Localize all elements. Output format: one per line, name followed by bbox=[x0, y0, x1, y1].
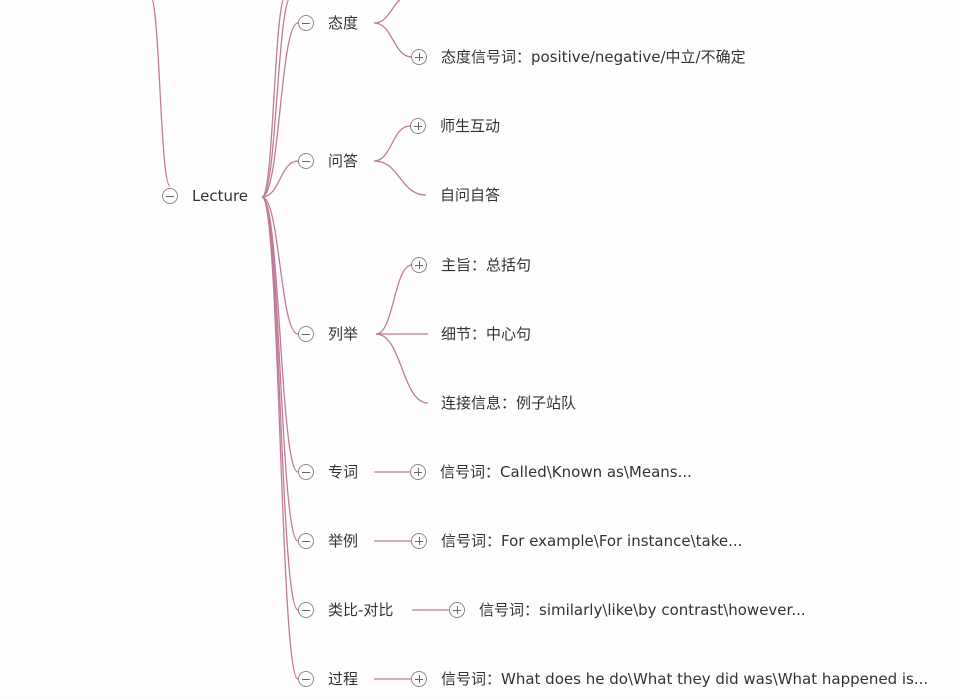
branch-label: 态度 bbox=[328, 14, 359, 32]
link-enum-to-connection bbox=[375, 333, 429, 404]
collapse-icon[interactable] bbox=[162, 188, 178, 204]
expand-icon[interactable] bbox=[410, 118, 426, 134]
ancestor-link bbox=[151, 0, 171, 187]
leaf-label: 细节：中心句 bbox=[441, 325, 532, 343]
leaf-node-detail[interactable]: 细节：中心句 bbox=[441, 323, 531, 345]
branch-node-process[interactable]: 过程 bbox=[298, 668, 358, 690]
link-enum-to-main-idea bbox=[375, 264, 413, 335]
branch-label: 类比-对比 bbox=[328, 601, 394, 619]
leaf-node-self-qa[interactable]: 自问自答 bbox=[440, 184, 500, 206]
branch-node-qa[interactable]: 问答 bbox=[298, 150, 358, 172]
collapse-icon[interactable] bbox=[298, 602, 314, 618]
branch-node-enumeration[interactable]: 列举 bbox=[298, 323, 358, 345]
branch-label: 过程 bbox=[328, 670, 359, 688]
collapse-icon[interactable] bbox=[298, 15, 314, 31]
branch-label: 问答 bbox=[328, 152, 359, 170]
branch-node-example[interactable]: 举例 bbox=[298, 530, 358, 552]
leaf-node-connection[interactable]: 连接信息：例子站队 bbox=[441, 392, 576, 414]
leaf-node-example-signal[interactable]: 信号词：For example\For instance\take... bbox=[411, 530, 742, 552]
leaf-label: 信号词：What does he do\What they did was\Wh… bbox=[441, 670, 929, 688]
leaf-node-main-idea[interactable]: 主旨：总括句 bbox=[411, 254, 531, 276]
branch-node-analogy-contrast[interactable]: 类比-对比 bbox=[298, 599, 393, 621]
collapse-icon[interactable] bbox=[298, 533, 314, 549]
collapse-icon[interactable] bbox=[298, 153, 314, 169]
link-root-to-process bbox=[261, 196, 299, 680]
link-qa-to-interaction bbox=[373, 125, 411, 162]
leaf-node-terms-signal[interactable]: 信号词：Called\Known as\Means... bbox=[410, 461, 692, 483]
branch-label: 举例 bbox=[328, 532, 359, 550]
leaf-label: 连接信息：例子站队 bbox=[441, 394, 577, 412]
branch-label: 专词 bbox=[328, 463, 359, 481]
link-root-to-attitude bbox=[261, 22, 299, 198]
expand-icon[interactable] bbox=[449, 602, 465, 618]
expand-icon[interactable] bbox=[411, 533, 427, 549]
expand-icon[interactable] bbox=[411, 49, 427, 65]
leaf-label: 信号词：For example\For instance\take... bbox=[441, 532, 743, 550]
link-attitude-to-offscreen bbox=[373, 0, 401, 24]
leaf-label: 态度信号词：positive/negative/中立/不确定 bbox=[441, 48, 746, 66]
collapse-icon[interactable] bbox=[298, 464, 314, 480]
expand-icon[interactable] bbox=[411, 671, 427, 687]
link-root-to-analogy-contrast bbox=[261, 196, 299, 611]
leaf-label: 主旨：总括句 bbox=[441, 256, 532, 274]
link-root-to-enumeration bbox=[261, 196, 299, 335]
link-root-to-offscreen-1 bbox=[261, 0, 290, 198]
leaf-node-attitude-signal[interactable]: 态度信号词：positive/negative/中立/不确定 bbox=[411, 46, 746, 68]
link-root-to-example bbox=[261, 196, 299, 542]
collapse-icon[interactable] bbox=[298, 671, 314, 687]
link-qa-to-self-qa bbox=[373, 160, 427, 196]
expand-icon[interactable] bbox=[411, 257, 427, 273]
branch-label: 列举 bbox=[328, 325, 359, 343]
leaf-node-process-signal[interactable]: 信号词：What does he do\What they did was\Wh… bbox=[411, 668, 928, 690]
collapse-icon[interactable] bbox=[298, 326, 314, 342]
branch-node-attitude[interactable]: 态度 bbox=[298, 12, 358, 34]
link-root-to-qa bbox=[261, 160, 299, 198]
leaf-label: 信号词：Called\Known as\Means... bbox=[440, 463, 692, 481]
leaf-node-interaction[interactable]: 师生互动 bbox=[410, 115, 500, 137]
expand-icon[interactable] bbox=[410, 464, 426, 480]
leaf-label: 自问自答 bbox=[440, 186, 501, 204]
root-node-lecture[interactable]: Lecture bbox=[162, 185, 248, 207]
link-attitude-to-signal bbox=[373, 22, 413, 58]
leaf-label: 师生互动 bbox=[440, 117, 501, 135]
branch-node-terms[interactable]: 专词 bbox=[298, 461, 358, 483]
root-label: Lecture bbox=[192, 187, 249, 205]
link-root-to-offscreen-2 bbox=[261, 0, 284, 198]
leaf-label: 信号词：similarly\like\by contrast\however..… bbox=[479, 601, 806, 619]
leaf-node-analogy-signal[interactable]: 信号词：similarly\like\by contrast\however..… bbox=[449, 599, 806, 621]
